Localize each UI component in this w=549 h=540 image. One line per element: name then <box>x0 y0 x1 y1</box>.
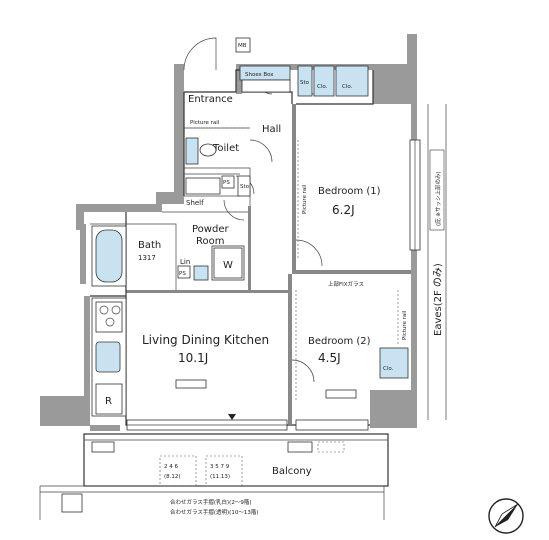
label-glass-note-1: 合わせガラス手摺(乳白)(2〜9階) <box>170 498 251 506</box>
label-balcony-unit-a-2: (8.12) <box>164 474 181 480</box>
label-sto: Sto <box>240 184 250 190</box>
label-toilet: Toilet <box>212 143 239 154</box>
label-powder-room-1: Powder <box>192 224 229 235</box>
label-bedroom2-name: Bedroom (2) <box>308 336 371 347</box>
ps-box <box>221 175 235 189</box>
label-balcony-unit-a-1: 2 4 6 <box>164 464 178 470</box>
toilet-fixture <box>185 137 199 165</box>
label-clo-1: Clo. <box>317 84 328 90</box>
sto-box <box>237 175 251 197</box>
label-balcony: Balcony <box>272 466 312 477</box>
fixtures <box>91 37 447 420</box>
label-picture-rail: Picture rail <box>190 120 220 126</box>
label-shelf: Shelf <box>186 199 204 207</box>
fridge <box>95 383 123 415</box>
label-bath: Bath <box>138 240 161 251</box>
label-ps-2: PS <box>179 271 186 277</box>
label-picture-rail-b1: Picture rail <box>302 184 308 214</box>
label-ps: PS <box>223 180 230 186</box>
label-eaves: Eaves(2F のみ) <box>433 263 444 336</box>
label-balcony-unit-b-2: (11.13) <box>210 474 230 480</box>
label-lin: Lin <box>180 258 190 266</box>
label-bedroom1-name: Bedroom (1) <box>318 186 381 197</box>
label-entrance: Entrance <box>188 94 233 105</box>
label-fix-glass: 上部FIXガラス <box>328 280 364 288</box>
balcony <box>39 433 389 520</box>
label-shoes-box: Shoes Box <box>245 72 274 78</box>
north-arrow-icon <box>488 498 524 534</box>
label-ldk-name: Living Dining Kitchen <box>142 333 269 347</box>
label-glass-note-2: 合わせガラス手摺(透明)(10〜13階) <box>170 508 258 516</box>
outlines <box>90 69 421 431</box>
label-hall: Hall <box>262 124 281 135</box>
sto-closet <box>297 65 313 97</box>
label-balcony-unit-b-1: 3 5 7 9 <box>210 464 230 470</box>
mb-box <box>235 37 251 53</box>
label-bath-size: 1317 <box>138 254 156 262</box>
label-clo-2: Clo. <box>342 84 353 90</box>
label-clo-3: Clo. <box>383 366 394 372</box>
label-bedroom2-size: 4.5J <box>318 351 341 365</box>
label-eaves-small: (庇 ※サッシ上部のみ) <box>434 171 442 226</box>
label-fridge: R <box>105 396 112 407</box>
label-bedroom1-size: 6.2J <box>332 203 355 217</box>
clo-closet-2 <box>335 65 369 97</box>
ps-box-2 <box>177 265 191 279</box>
clo-closet-1 <box>313 65 335 97</box>
bathtub <box>95 229 123 283</box>
label-picture-rail-b2: Picture rail <box>402 310 408 340</box>
kitchen-sink <box>95 341 121 373</box>
label-sto-top: Sto <box>300 80 310 86</box>
labels: Entrance Picture rail Hall Toilet Shelf … <box>105 43 444 516</box>
label-powder-room-2: Room <box>196 236 224 247</box>
label-mb: MB <box>238 43 247 49</box>
clo-closet-3 <box>379 347 409 379</box>
label-washer: W <box>223 260 233 271</box>
lin-box <box>193 265 209 281</box>
label-ldk-size: 10.1J <box>178 351 208 365</box>
